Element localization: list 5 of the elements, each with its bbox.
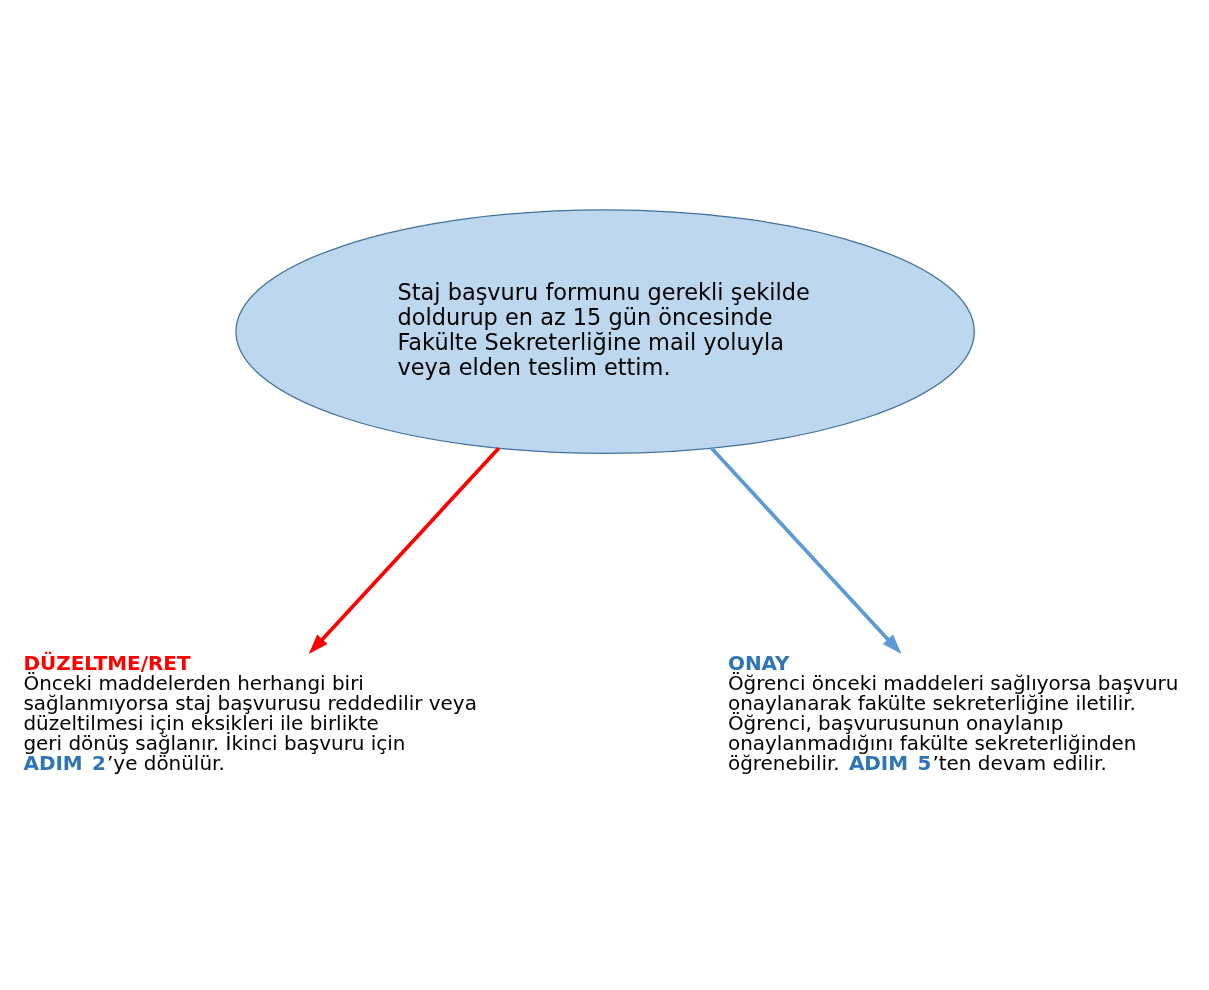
node-text: ONAY Öğrenci önceki maddeleri sağlıyorsa başvuru onaylanarak fakülte sekreterliğine iletilir. Öğrenci, başvurusunun onaylanıp onaylanmadığını fakülte sekreterliğinden öğrenebilir. ADIM 5’ten devam edilir.	[727, 651, 1179, 775]
node-ellipse: Staj başvuru formunu gerekli şekilde doldurup en az 15 gün öncesinde Fakülte Sekreterliğine mail yoluyla veya elden teslim ettim.	[235, 209, 975, 455]
node-text: DÜZELTME/RET Önceki maddelerden herhangi biri sağlanmıyorsa staj başvurusu reddedilir veya düzeltilmesi için eksikleri ile birlikte geri dönüş sağlanır. İkinci başvuru için ADIM 2’ye dönülür.	[23, 651, 477, 775]
arrow	[308, 447, 501, 655]
arrow	[710, 447, 902, 655]
